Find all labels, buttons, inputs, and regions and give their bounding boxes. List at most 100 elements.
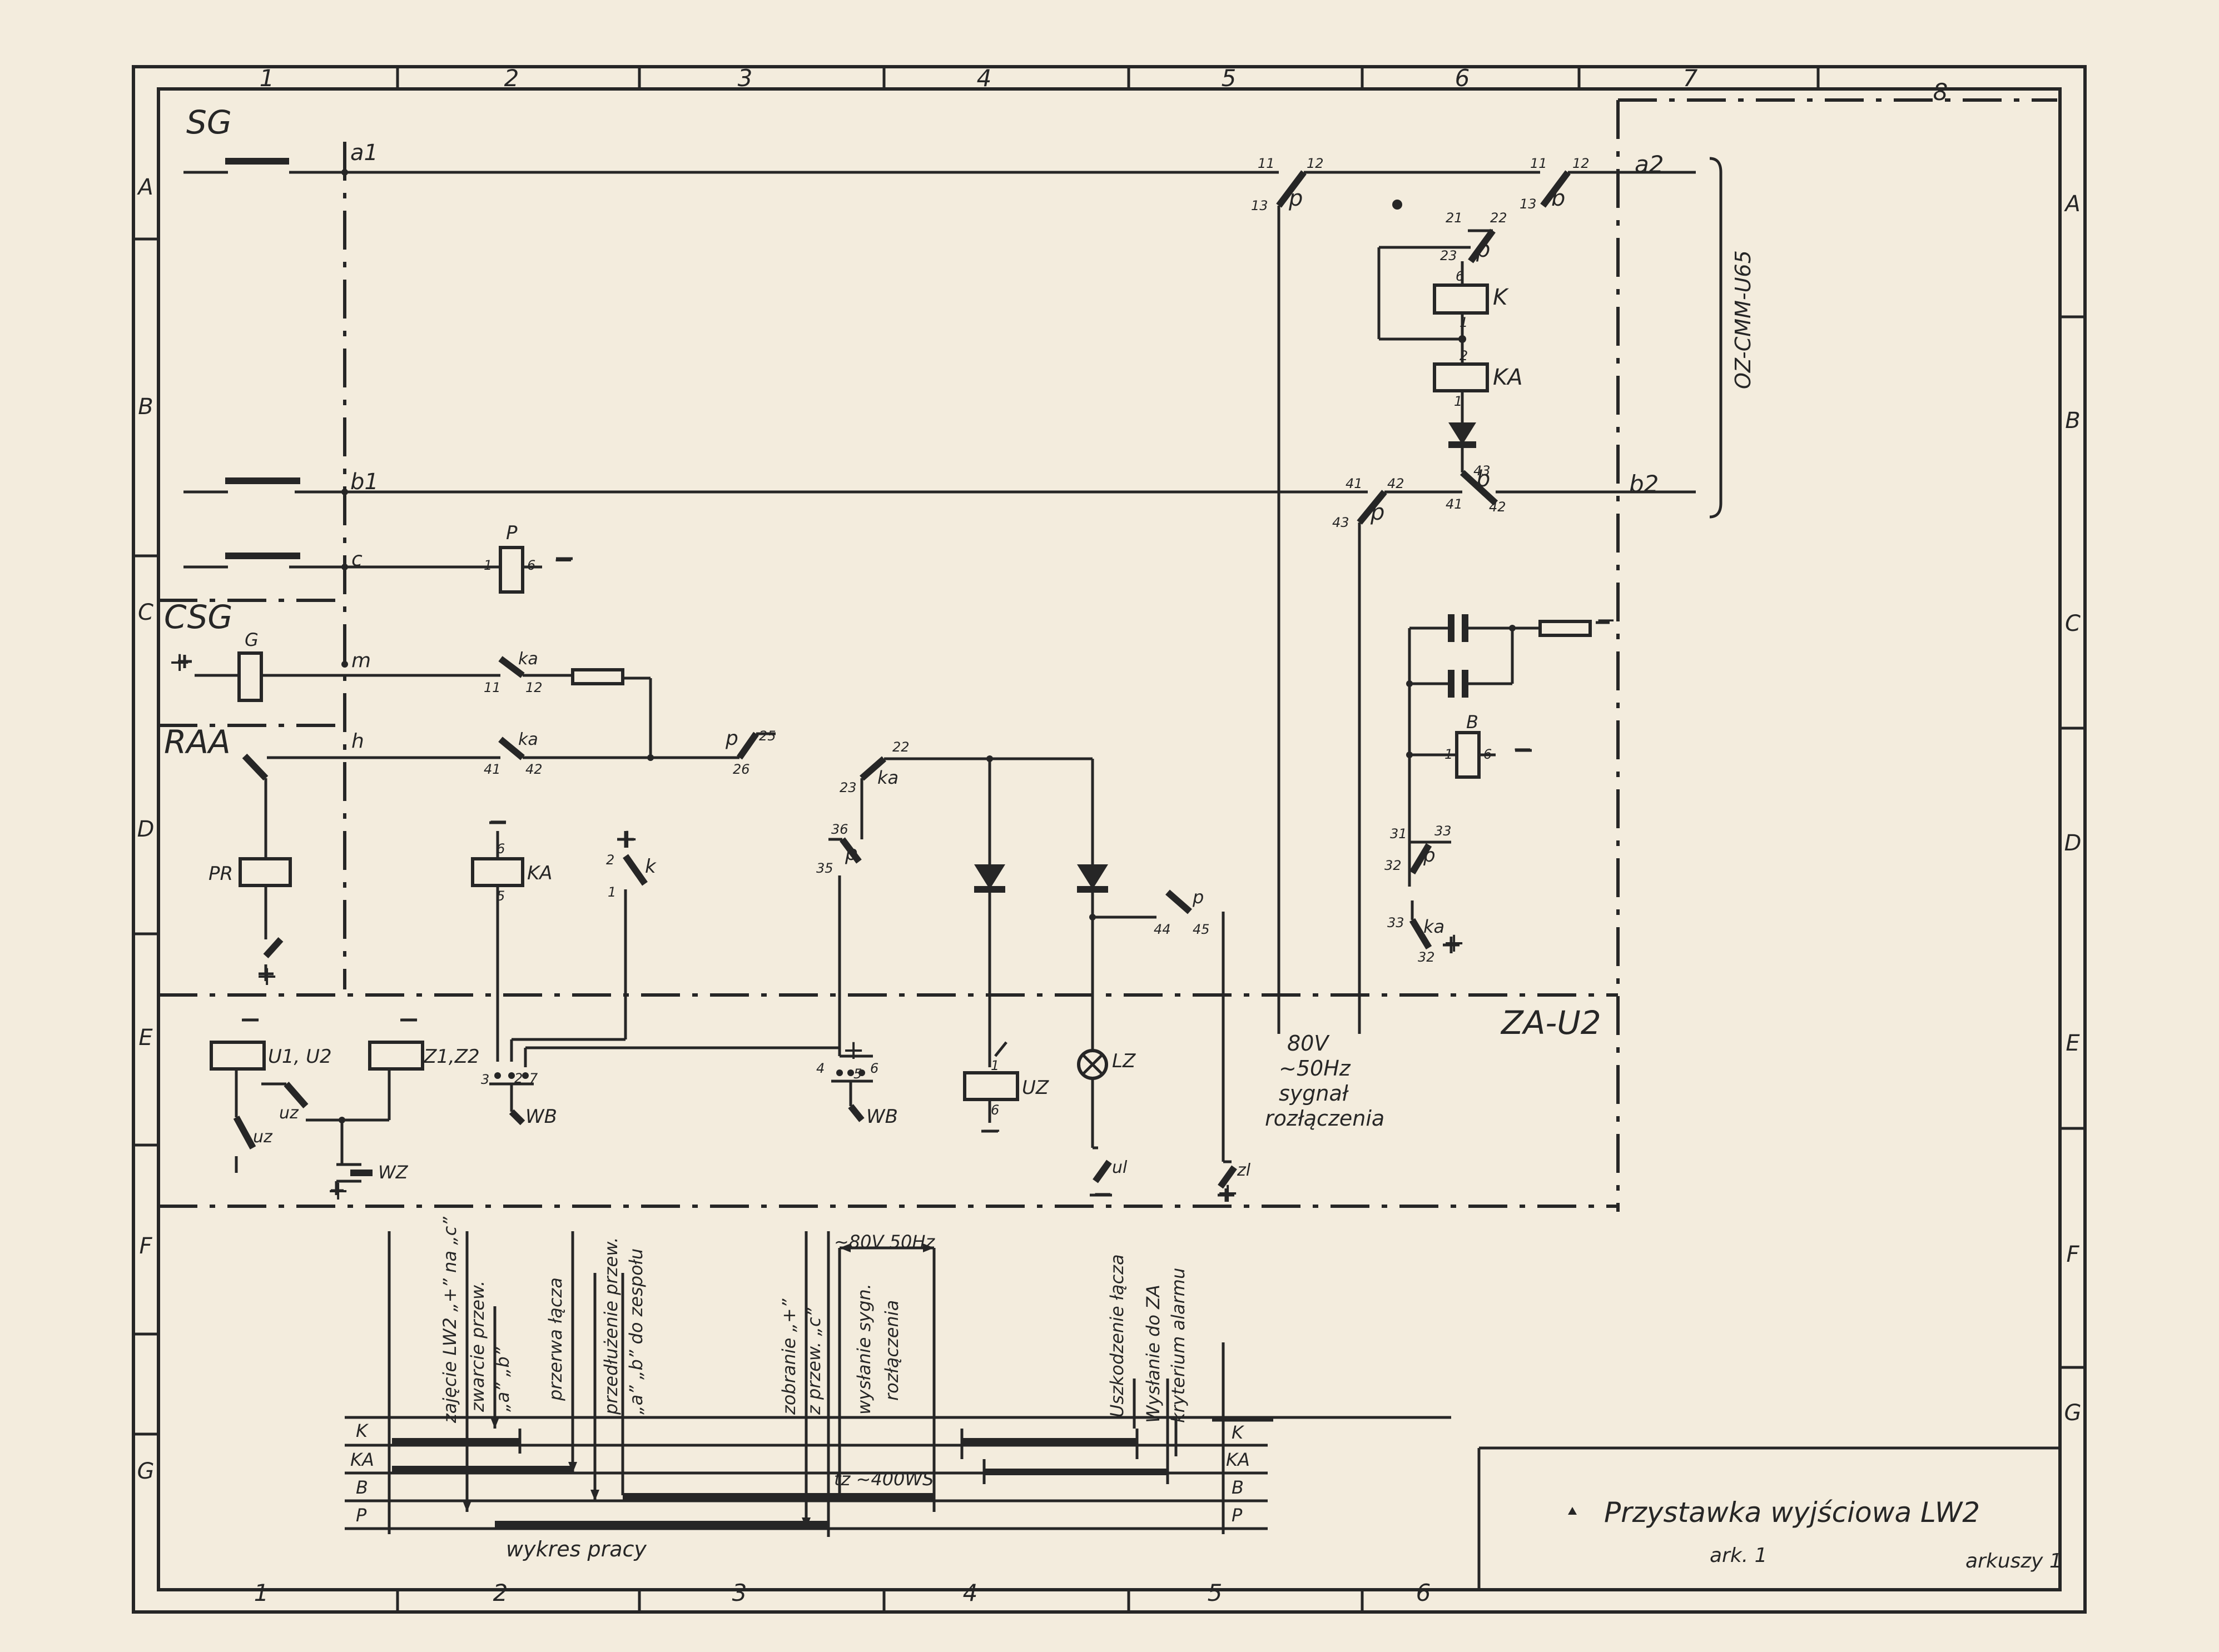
coil-label-k: K xyxy=(1493,285,1509,310)
ka-coil-circuit xyxy=(471,821,524,1062)
contact-number: 33 xyxy=(1434,823,1452,839)
coil-pin: 1 xyxy=(991,1058,999,1073)
relay-coil-b xyxy=(1455,731,1481,779)
k-contact-circuit xyxy=(510,831,648,1062)
block-boundaries xyxy=(158,98,2057,1212)
timing-event-label: przerwa łącza xyxy=(545,1277,566,1401)
switch-label-wb: WB xyxy=(866,1106,898,1128)
timing-row-label: B xyxy=(1232,1477,1244,1498)
relay-coil-p xyxy=(499,546,524,594)
coil-pin: 6 xyxy=(527,558,535,573)
contact-label-b: b xyxy=(1476,466,1490,492)
row-label-left: C xyxy=(138,600,153,625)
contact-number: 44 xyxy=(1154,922,1171,937)
title-block xyxy=(1477,1446,2060,1590)
sheet-number: ark. 1 xyxy=(1710,1544,1768,1567)
contact-label-zl: zl xyxy=(1237,1161,1251,1180)
coil-label-p: P xyxy=(506,522,518,544)
block-label-raa: RAA xyxy=(164,723,231,761)
block-label-sg: SG xyxy=(186,103,232,141)
contact-b-b xyxy=(1451,470,1501,506)
column-label-bottom: 3 xyxy=(732,1579,747,1606)
signal-text: ~50Hz xyxy=(1279,1056,1351,1081)
row-label-left: B xyxy=(138,394,153,420)
row-label-right: A xyxy=(2063,191,2080,217)
column-label-bottom: 6 xyxy=(1416,1579,1431,1606)
title-text: Przystawka wyjściowa LW2 xyxy=(1604,1496,1980,1529)
contact-label-p: p xyxy=(1476,237,1490,262)
contact-number: 23 xyxy=(1440,248,1457,263)
relay-coil-uz xyxy=(963,1071,1019,1101)
contact-label-uz: uz xyxy=(279,1103,299,1123)
contact-number: 32 xyxy=(1384,858,1402,873)
polarity-sign: + xyxy=(256,961,278,992)
row-label-right: F xyxy=(2066,1242,2079,1267)
oz-circuit xyxy=(1377,200,1496,472)
relay-coil-pr xyxy=(239,857,292,887)
line-h xyxy=(267,732,776,761)
coil-pin: 1 xyxy=(1460,315,1468,330)
contact-number: 7 xyxy=(529,1071,538,1086)
contact-label-uz: uz xyxy=(253,1127,273,1147)
u-z-circuit xyxy=(210,1018,424,1195)
block-label-oz: OZ-CMM-U65 xyxy=(1731,250,1755,389)
polarity-sign: − xyxy=(399,1005,420,1033)
contact-number: 4 xyxy=(816,1061,825,1076)
coil-pin: 6 xyxy=(1483,747,1492,762)
contact-label-ul: ul xyxy=(1112,1158,1128,1177)
timing-chart xyxy=(345,1231,1451,1537)
polarity-sign: + xyxy=(1443,927,1465,958)
coil-label-pr: PR xyxy=(209,863,233,885)
contact-number: 25 xyxy=(759,728,776,744)
coil-pin: 1 xyxy=(1444,747,1453,762)
contact-number: 1 xyxy=(608,884,616,900)
polarity-sign: − xyxy=(981,1116,1002,1145)
column-label-top: 6 xyxy=(1455,64,1470,92)
row-label-left: D xyxy=(137,817,155,842)
contact-number: 35 xyxy=(816,860,833,876)
timing-event-label: rozłączenia xyxy=(881,1300,902,1401)
diode-icon xyxy=(1077,864,1108,889)
contact-label-ka: ka xyxy=(1423,916,1444,937)
contact-number: 11 xyxy=(484,680,501,695)
coil-label-ka: KA xyxy=(1493,365,1523,390)
line-c xyxy=(183,546,573,594)
contact-number: 42 xyxy=(1387,476,1404,491)
coil-label-u1u2: U1, U2 xyxy=(268,1046,332,1068)
contact-label-p: p xyxy=(1288,186,1303,211)
contact-label-p: p xyxy=(1192,887,1204,908)
contact-label-p: p xyxy=(1423,844,1436,867)
row-label-right: B xyxy=(2065,408,2080,434)
timing-row-label: B xyxy=(356,1477,368,1498)
relay-coil-k xyxy=(1433,283,1489,315)
column-label-top: 1 xyxy=(260,64,275,92)
polarity-sign: − xyxy=(1596,606,1616,634)
contact-number: 23 xyxy=(840,780,857,795)
contact-number: 21 xyxy=(1446,210,1463,226)
terminal-c: c xyxy=(351,548,363,571)
contact-number: 13 xyxy=(1251,198,1268,213)
timing-voltage-label: ~80V 50Hz xyxy=(834,1231,935,1252)
relay-coil-ka-oz xyxy=(1433,362,1489,392)
coil-pin: 5 xyxy=(497,888,505,904)
relay-coil-z1z2 xyxy=(368,1041,424,1071)
contact-number: 36 xyxy=(831,822,848,837)
contact-number: 31 xyxy=(1390,826,1407,842)
terminal-b1: b1 xyxy=(350,469,379,495)
diode-icon xyxy=(974,864,1005,889)
contact-number: 32 xyxy=(1418,949,1435,965)
row-label-left: A xyxy=(136,175,153,200)
triangle-icon xyxy=(1568,1507,1577,1515)
line-a xyxy=(183,158,1696,176)
timing-row-label: P xyxy=(356,1505,367,1526)
coil-pin: 2 xyxy=(1460,348,1468,364)
column-label-top: 3 xyxy=(738,64,753,92)
coil-g xyxy=(237,651,263,702)
timing-row-label: K xyxy=(356,1420,369,1441)
contact-number: 41 xyxy=(1446,496,1463,512)
coil-pin: 1 xyxy=(484,558,492,573)
timing-event-label: „a” „b” do zespołu xyxy=(626,1248,647,1415)
column-label-bottom: 1 xyxy=(254,1579,269,1606)
contact-number: 5 xyxy=(853,1066,862,1082)
contact-number: 22 xyxy=(1490,210,1507,226)
